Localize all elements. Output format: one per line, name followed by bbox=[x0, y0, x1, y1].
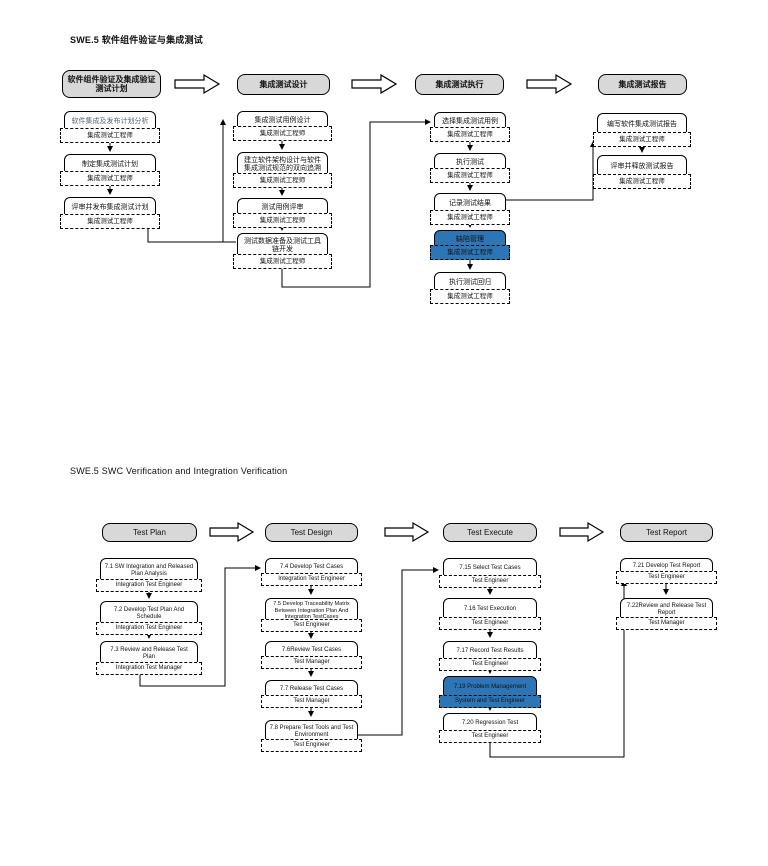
task-box: 7.1 SW Integration and Released Plan Ana… bbox=[96, 558, 202, 592]
role-box: 集成测试工程师 bbox=[60, 128, 160, 143]
task-box: 7.8 Prepare Test Tools and Test Environm… bbox=[261, 720, 362, 752]
phase-header-test-report: 集成测试报告 bbox=[598, 74, 687, 95]
role-box: Integration Test Engineer bbox=[96, 579, 202, 592]
task-title: 制定集成测试计划 bbox=[64, 154, 156, 176]
flow-lines bbox=[107, 119, 669, 758]
role-box: Test Engineer bbox=[261, 619, 362, 632]
task-box: 编写软件集成测试报告 集成测试工程师 bbox=[593, 113, 691, 147]
role-box: 集成测试工程师 bbox=[430, 127, 510, 142]
task-box: 7.21 Develop Test Report Test Engineer bbox=[616, 558, 717, 584]
phase-header-test-plan: Test Plan bbox=[102, 523, 197, 542]
role-box: 集成测试工程师 bbox=[233, 213, 332, 228]
task-box: 选择集成测试用例 集成测试工程师 bbox=[430, 112, 510, 142]
task-box: 执行测试 集成测试工程师 bbox=[430, 153, 510, 183]
role-box: Integration Test Engineer bbox=[261, 573, 362, 586]
task-box: 评审并发布集成测试计划 集成测试工程师 bbox=[60, 197, 160, 229]
task-box: 7.2 Develop Test Plan And Schedule Integ… bbox=[96, 601, 202, 635]
role-box: Test Engineer bbox=[439, 617, 541, 630]
task-box: 7.3 Review and Release Test Plan Integra… bbox=[96, 641, 202, 675]
role-box: Integration Test Manager bbox=[96, 662, 202, 675]
task-box: 7.20 Regression Test Test Engineer bbox=[439, 713, 541, 743]
task-box: 7.16 Test Execution Test Engineer bbox=[439, 598, 541, 630]
role-box: Test Engineer bbox=[261, 739, 362, 752]
role-box: 集成测试工程师 bbox=[593, 132, 691, 147]
phase-header-test-execute: 集成测试执行 bbox=[415, 74, 504, 95]
phase-header-test-report: Test Report bbox=[620, 523, 713, 542]
role-box: 集成测试工程师 bbox=[430, 289, 510, 304]
role-box: Test Engineer bbox=[439, 730, 541, 743]
role-box: Test Engineer bbox=[439, 658, 541, 671]
phase-header-test-plan: 软件组件验证及集成验证测试计划 bbox=[62, 70, 161, 98]
role-box: Test Engineer bbox=[439, 575, 541, 588]
task-box: 7.17 Record Test Results Test Engineer bbox=[439, 641, 541, 671]
role-box: Test Manager bbox=[261, 695, 362, 708]
task-box: 软件集成及发布计划分析 集成测试工程师 bbox=[60, 111, 160, 143]
task-box: 制定集成测试计划 集成测试工程师 bbox=[60, 154, 160, 186]
task-box: 7.6Review Test Cases Test Manager bbox=[261, 641, 362, 669]
role-box: 集成测试工程师 bbox=[430, 245, 510, 260]
task-box: 7.5 Develop Traceability Matrix Between … bbox=[261, 598, 362, 632]
task-box-highlighted: 7.19 Problem Management System and Test … bbox=[439, 676, 541, 708]
role-box: System and Test Engineer bbox=[439, 695, 541, 708]
role-box: 集成测试工程师 bbox=[60, 171, 160, 186]
task-box: 集成测试用例设计 集成测试工程师 bbox=[233, 111, 332, 141]
phase-header-test-execute: Test Execute bbox=[443, 523, 537, 542]
task-box: 执行测试回归 集成测试工程师 bbox=[430, 272, 510, 304]
task-box: 记录测试结果 集成测试工程师 bbox=[430, 193, 510, 225]
block-arrow-icon bbox=[174, 73, 605, 543]
task-box: 7.22Review and Release Test Report Test … bbox=[616, 598, 717, 630]
role-box: Test Manager bbox=[616, 617, 717, 630]
role-box: Test Manager bbox=[261, 656, 362, 669]
role-box: 集成测试工程师 bbox=[233, 173, 332, 188]
phase-header-test-design: 集成测试设计 bbox=[237, 74, 330, 95]
task-box: 测试数据准备及测试工具链开发 集成测试工程师 bbox=[233, 233, 332, 269]
role-box: 集成测试工程师 bbox=[233, 126, 332, 141]
diagram-title: SWE.5 软件组件验证与集成测试 bbox=[70, 35, 203, 45]
role-box: Integration Test Engineer bbox=[96, 622, 202, 635]
role-box: 集成测试工程师 bbox=[430, 210, 510, 225]
task-box: 7.7 Release Test Cases Test Manager bbox=[261, 680, 362, 708]
role-box: 集成测试工程师 bbox=[593, 174, 691, 189]
role-box: Test Engineer bbox=[616, 571, 717, 584]
task-box: 7.15 Select Test Cases Test Engineer bbox=[439, 558, 541, 588]
phase-header-test-design: Test Design bbox=[265, 523, 358, 542]
role-box: 集成测试工程师 bbox=[233, 254, 332, 269]
task-box: 测试用例评审 集成测试工程师 bbox=[233, 198, 332, 228]
role-box: 集成测试工程师 bbox=[60, 214, 160, 229]
task-box-highlighted: 缺陷管理 集成测试工程师 bbox=[430, 230, 510, 260]
diagram-title: SWE.5 SWC Verification and Integration V… bbox=[70, 466, 288, 476]
role-box: 集成测试工程师 bbox=[430, 168, 510, 183]
task-box: 建立软件架构设计与软件集成测试规范的双向追溯 集成测试工程师 bbox=[233, 152, 332, 188]
task-box: 7.4 Develop Test Cases Integration Test … bbox=[261, 558, 362, 586]
task-box: 评审并释放测试报告 集成测试工程师 bbox=[593, 155, 691, 189]
